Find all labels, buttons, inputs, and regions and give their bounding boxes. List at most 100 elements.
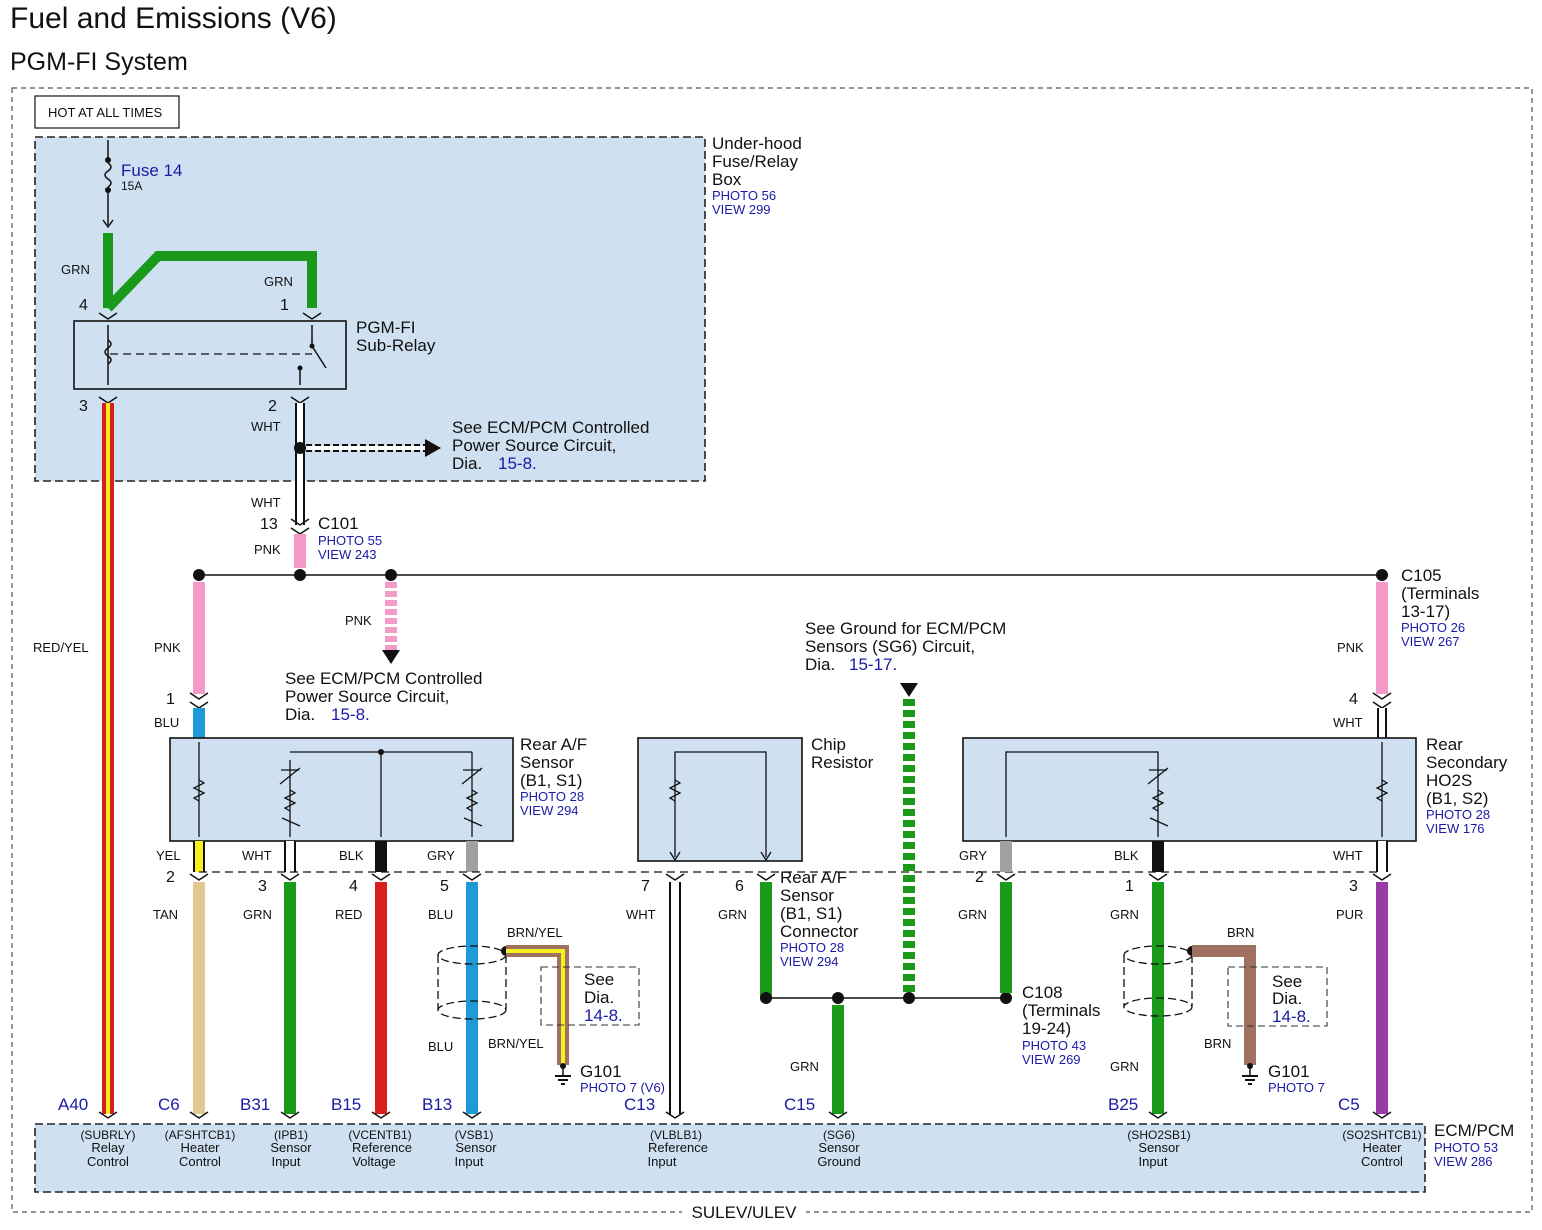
ho2s-view-link[interactable]: VIEW 176: [1426, 821, 1485, 836]
ref-ground-dia-link[interactable]: 15-17.: [849, 655, 897, 674]
wire-label-grn: GRN: [61, 262, 90, 277]
wire-label-blu: BLU: [428, 907, 453, 922]
terminal-desc-2: Input: [1139, 1154, 1168, 1169]
chip-resistor-box: [637, 737, 803, 862]
terminal-B25: B25 (SHO2SB1) Sensor Input: [1108, 1095, 1191, 1169]
ref-power1-dia-link[interactable]: 15-8.: [498, 454, 537, 473]
c108-name: C108: [1022, 983, 1063, 1002]
terminal-B31: B31 (IPB1) Sensor Input: [240, 1095, 312, 1169]
af-connector-label-4: Connector: [780, 922, 859, 941]
terminal-id: C13: [624, 1095, 655, 1114]
see-dia-left-1: See: [584, 970, 614, 989]
heater-resistor-icon: [192, 779, 206, 802]
fuse-box-label-3: Box: [712, 170, 742, 189]
terminal-id: B31: [240, 1095, 270, 1114]
variant-label: SULEV/ULEV: [692, 1203, 798, 1222]
terminal-code: (IPB1): [274, 1128, 308, 1142]
g101-left-photo-link[interactable]: PHOTO 7 (V6): [580, 1080, 665, 1095]
wire-grn-relay1: [104, 251, 317, 312]
wire-label-wht: WHT: [1333, 848, 1363, 863]
c105-view-link[interactable]: VIEW 267: [1401, 634, 1460, 649]
terminal-desc-2: Input: [272, 1154, 301, 1169]
see-dia-right-link[interactable]: 14-8.: [1272, 1007, 1311, 1026]
terminal-code: (SG6): [823, 1128, 855, 1142]
terminal-desc-1: Heater: [1362, 1140, 1402, 1155]
heater-resistor-icon: [1375, 779, 1389, 802]
ho2s-pin-4: 4: [1349, 691, 1358, 708]
wire-label-grn: GRN: [264, 274, 293, 289]
terminal-desc-2: Control: [87, 1154, 129, 1169]
terminal-desc-1: Relay: [91, 1140, 125, 1155]
wire-label-pnk: PNK: [1337, 640, 1364, 655]
c105-label-3: 13-17): [1401, 602, 1450, 621]
terminal-id: C5: [1338, 1095, 1360, 1114]
ho2s-pin-1: 1: [1125, 878, 1134, 895]
wire-label-pnk: PNK: [345, 613, 372, 628]
fuse-name[interactable]: Fuse 14: [121, 161, 182, 180]
relay-box: [73, 320, 347, 390]
g101-right-photo-link[interactable]: PHOTO 7: [1268, 1080, 1325, 1095]
relay-pin-3: 3: [79, 398, 88, 415]
arrow-down-icon: [382, 650, 400, 664]
c101-photo-link[interactable]: PHOTO 55: [318, 533, 382, 548]
chip-pin-7: 7: [641, 878, 650, 895]
resistor-icon: [668, 779, 682, 802]
terminal-B15: B15 (VCENTB1) Reference Voltage: [331, 1095, 412, 1169]
c105-photo-link[interactable]: PHOTO 26: [1401, 620, 1465, 635]
wire-label-pur: PUR: [1336, 907, 1363, 922]
sensor-cell-icon: [283, 789, 297, 812]
fuse-box-label-1: Under-hood: [712, 134, 802, 153]
ho2s-box: [962, 737, 1417, 842]
hot-label-box: [34, 95, 180, 129]
wire-label-wht: WHT: [251, 495, 281, 510]
terminal-id: B25: [1108, 1095, 1138, 1114]
terminal-desc-2: Control: [1361, 1154, 1403, 1169]
c108-photo-link[interactable]: PHOTO 43: [1022, 1038, 1086, 1053]
af-connector-photo-link[interactable]: PHOTO 28: [780, 940, 844, 955]
wire-label-pnk: PNK: [254, 542, 281, 557]
terminal-code: (VCENTB1): [348, 1128, 411, 1142]
fuse-box-view-link[interactable]: VIEW 299: [712, 202, 771, 217]
terminal-id: B13: [422, 1095, 452, 1114]
arrow-up-icon: [900, 683, 918, 697]
wire-label-brn: BRN: [1227, 925, 1254, 940]
wire-label-grn: GRN: [1110, 907, 1139, 922]
see-dia-right-2: Dia.: [1272, 989, 1302, 1008]
ref-power2-dia-link[interactable]: 15-8.: [331, 705, 370, 724]
wire-label-grn: GRN: [790, 1059, 819, 1074]
c108-label-2: (Terminals: [1022, 1001, 1100, 1020]
af-sensor-label-1: Rear A/F: [520, 735, 587, 754]
see-dia-left-link[interactable]: 14-8.: [584, 1006, 623, 1025]
c101-view-link[interactable]: VIEW 243: [318, 547, 377, 562]
ecm-photo-link[interactable]: PHOTO 53: [1434, 1140, 1498, 1155]
page-title: Fuel and Emissions (V6): [10, 2, 337, 35]
wire-brn: [1192, 945, 1256, 1065]
af-sensor-view-link[interactable]: VIEW 294: [520, 803, 579, 818]
ho2s-label-4: (B1, S2): [1426, 789, 1488, 808]
ecm-panel: [34, 1123, 1426, 1193]
wire-label-tan: TAN: [153, 907, 178, 922]
ecm-view-link[interactable]: VIEW 286: [1434, 1154, 1493, 1169]
wire-label-red: RED: [335, 907, 362, 922]
relay-coil-icon: [104, 339, 112, 365]
terminal-desc-1: Reference: [352, 1140, 412, 1155]
af-sensor-photo-link[interactable]: PHOTO 28: [520, 789, 584, 804]
terminal-C13: C13 (VLBLB1) Reference Input: [624, 1095, 708, 1169]
af-connector-label-1: Rear A/F: [780, 868, 847, 887]
ho2s-photo-link[interactable]: PHOTO 28: [1426, 807, 1490, 822]
ref-ground-line2: Sensors (SG6) Circuit,: [805, 637, 975, 656]
relay-switch-icon: [311, 345, 327, 369]
ref-ground-dia-prefix: Dia.: [805, 655, 835, 674]
fuse-rating: 15A: [121, 179, 142, 193]
fuse-box-panel: [34, 136, 706, 482]
c101-name: C101: [318, 514, 359, 533]
af-pin-3: 3: [258, 878, 267, 895]
terminal-desc-2: Control: [179, 1154, 221, 1169]
af-connector-view-link[interactable]: VIEW 294: [780, 954, 839, 969]
fuse-box-photo-link[interactable]: PHOTO 56: [712, 188, 776, 203]
terminal-C15: C15 (SG6) Sensor Ground: [784, 1095, 861, 1169]
terminal-code: (SHO2SB1): [1127, 1128, 1190, 1142]
wire-label-grn: GRN: [718, 907, 747, 922]
c108-view-link[interactable]: VIEW 269: [1022, 1052, 1081, 1067]
